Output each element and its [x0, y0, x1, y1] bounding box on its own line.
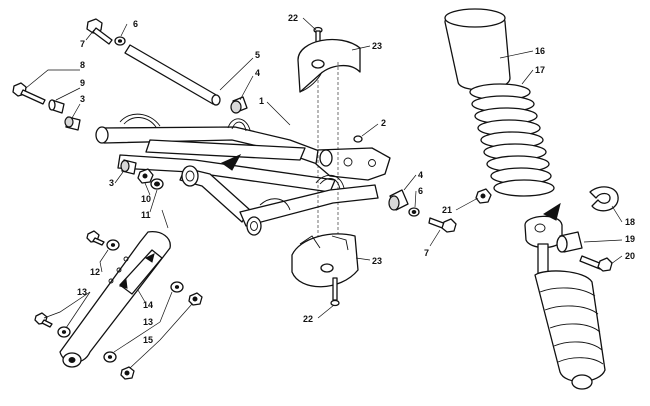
bolt-8 — [12, 82, 46, 105]
callout-7-right: 7 — [424, 248, 429, 258]
spring-cap-16 — [444, 8, 511, 91]
callout-15: 15 — [143, 335, 153, 345]
leader-lines — [25, 17, 623, 369]
bolt-12-top — [86, 230, 105, 246]
spring-clip-18 — [589, 186, 619, 212]
bolt-12-left — [34, 312, 53, 328]
nut-6-top — [114, 36, 126, 46]
spacer-9 — [48, 99, 65, 114]
bolt-22-bottom — [330, 277, 340, 307]
callout-23-top: 23 — [372, 41, 382, 51]
callout-11: 11 — [141, 210, 151, 220]
callout-13-right: 13 — [143, 317, 153, 327]
limiter-strap-14 — [59, 231, 171, 368]
callout-18: 18 — [625, 217, 635, 227]
callout-numbers: 6 7 5 4 8 9 3 1 2 3 10 11 22 23 23 22 4 … — [77, 13, 635, 345]
shaft-5 — [124, 44, 221, 106]
callout-10: 10 — [141, 194, 151, 204]
nut-6-right — [408, 207, 420, 217]
bushing-3-top — [64, 116, 81, 131]
callout-1: 1 — [259, 96, 264, 106]
nut-10 — [137, 168, 154, 184]
washer-11 — [150, 178, 164, 190]
bushing-3-lower — [120, 159, 137, 175]
spacer-19 — [556, 231, 583, 253]
nut-15-right — [188, 292, 203, 306]
washer-2 — [353, 135, 363, 143]
callout-16: 16 — [535, 46, 545, 56]
callout-22-bottom: 22 — [303, 314, 313, 324]
nut-15-bottom — [120, 366, 135, 380]
bolt-7-top — [86, 18, 113, 45]
callout-23-bottom: 23 — [372, 256, 382, 266]
callout-12: 12 — [90, 267, 100, 277]
bushing-4-top — [230, 96, 248, 114]
callout-6-right: 6 — [418, 186, 423, 196]
callout-19: 19 — [625, 234, 635, 244]
callout-7-top: 7 — [80, 39, 85, 49]
a-arm-1 — [95, 113, 391, 236]
callout-6-top: 6 — [133, 19, 138, 29]
callout-13-left: 13 — [77, 287, 87, 297]
bolt-7-right — [428, 217, 457, 233]
callout-3-lower: 3 — [109, 178, 114, 188]
callout-20: 20 — [625, 251, 635, 261]
callout-17: 17 — [535, 65, 545, 75]
shock-absorber — [524, 202, 606, 390]
callout-4-top: 4 — [255, 68, 260, 78]
callout-9: 9 — [80, 78, 85, 88]
bushing-4-right — [388, 189, 409, 211]
washer-13-top — [106, 239, 120, 251]
bolt-20 — [579, 255, 613, 272]
callout-3-top: 3 — [80, 94, 85, 104]
clamp-23-bottom — [291, 233, 359, 288]
washer-13-right — [170, 281, 184, 293]
callout-22-top: 22 — [288, 13, 298, 23]
callout-2: 2 — [381, 118, 386, 128]
clamp-23-top — [297, 38, 361, 93]
callout-21: 21 — [442, 205, 452, 215]
callout-14: 14 — [143, 300, 153, 310]
callout-4-right: 4 — [418, 170, 423, 180]
washer-13-bottom — [103, 351, 117, 363]
washer-13-left — [57, 326, 71, 338]
callout-8: 8 — [80, 60, 85, 70]
coil-spring-17 — [469, 83, 555, 197]
nut-21 — [475, 188, 492, 204]
callout-5: 5 — [255, 50, 260, 60]
